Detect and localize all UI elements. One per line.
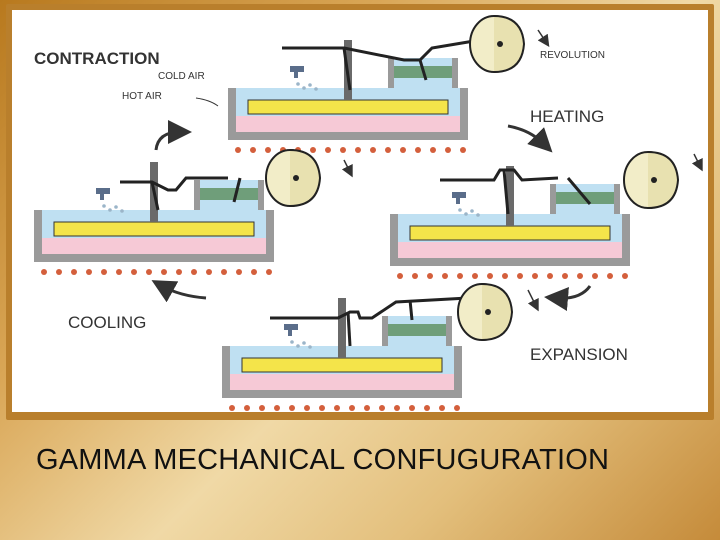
flywheel-left [265,149,321,207]
label-expansion: EXPANSION [530,345,628,364]
flywheel-contraction [469,15,525,73]
label-heating: HEATING [530,107,604,126]
engine-right [389,165,631,280]
label-cooling: COOLING [68,313,146,332]
diagram-panel: CONTRACTION COLD AIR HOT AIR REVOLUTION … [12,10,708,412]
engine-left [33,161,275,276]
slide-caption: GAMMA MECHANICAL CONFUGURATION [36,444,610,476]
label-cold-air: COLD AIR [158,71,205,82]
label-hot-air: HOT AIR [122,91,162,102]
label-revolution: REVOLUTION [540,50,605,61]
label-contraction: CONTRACTION [34,49,160,68]
flywheel-expansion [457,283,513,341]
flywheel-right [623,151,679,209]
gamma-stirling-diagram: CONTRACTION COLD AIR HOT AIR REVOLUTION … [33,15,703,412]
engine-contraction [227,39,469,154]
